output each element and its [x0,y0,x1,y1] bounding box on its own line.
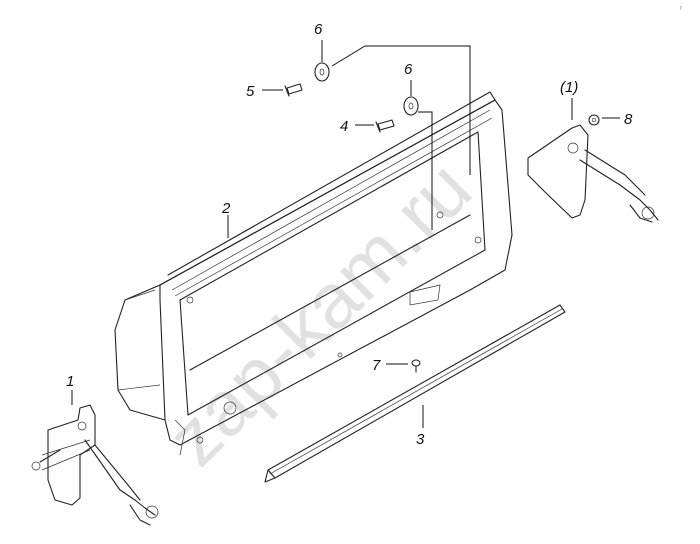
part-6-washer-mid [403,96,419,116]
callout-1-right: (1) [560,79,578,96]
callout-3: 3 [416,431,425,448]
part-5-screw [284,83,303,97]
callout-4: 4 [340,118,348,135]
part-2-panel [114,91,513,456]
part-4-screw [375,119,395,133]
callout-2: 2 [221,200,231,217]
part-1-right-hinge [527,124,659,223]
callout-1-left: 1 [66,373,74,390]
corner-mark: r [680,5,683,12]
leader-lines [71,40,620,428]
watermark-text: zap-kam.ru [150,144,488,482]
part-1-left-hinge [31,404,159,526]
part-6-washer-top [314,62,330,82]
callout-5: 5 [246,83,255,100]
callout-7: 7 [372,357,381,374]
callout-6-top: 6 [314,21,323,38]
part-8-nut [588,114,600,126]
part-7-rivet [411,359,421,373]
callout-6-mid: 6 [404,61,413,78]
part-3-strip [264,304,566,483]
callout-8: 8 [624,111,633,128]
